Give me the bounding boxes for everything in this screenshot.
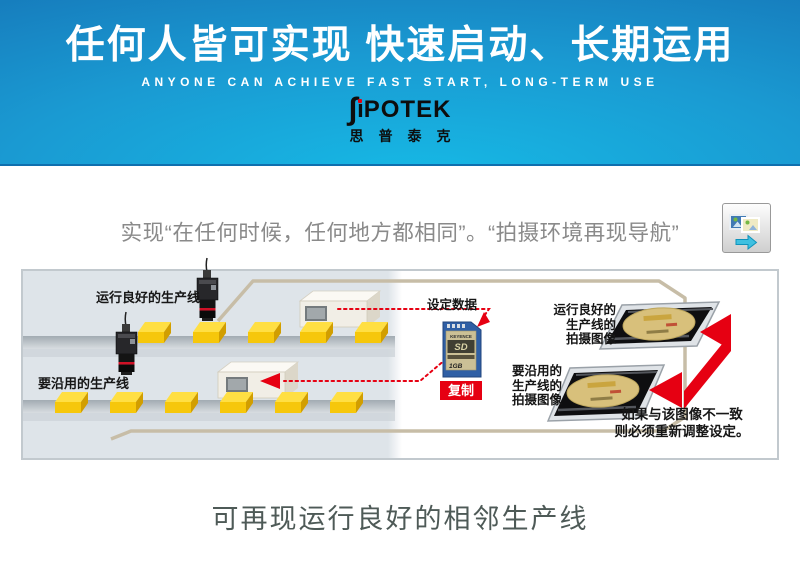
copy-badge: 复制 bbox=[440, 381, 482, 400]
header-banner: 任何人皆可实现 快速启动、长期运用 ANYONE CAN ACHIEVE FAS… bbox=[0, 0, 800, 166]
section-subtitle: 实现“在任何时候，任何地方都相同”。“拍摄环境再现导航” bbox=[120, 221, 680, 245]
reuse-photo-label: 要沿用的 生产线的 拍摄图像 bbox=[511, 364, 562, 407]
arrowhead-to-sd bbox=[477, 312, 490, 327]
logo-letter-i: ı bbox=[357, 96, 364, 123]
image-compare-icon bbox=[729, 214, 760, 251]
arrowhead-to-controller bbox=[260, 373, 280, 389]
sd-logo-text: SD bbox=[454, 342, 467, 353]
photo-good-line bbox=[598, 301, 721, 350]
right-arrow-glyph bbox=[735, 234, 758, 251]
navigation-path bbox=[110, 279, 687, 441]
brand-name-chinese: 思普泰克 bbox=[349, 128, 466, 144]
logo-letters-potek: POTEK bbox=[363, 96, 452, 123]
brand-logo: ∫ ı POTEK bbox=[0, 91, 800, 126]
sd-card-icon: KEYENCE SD 1GB bbox=[442, 321, 482, 378]
data-line-to-controller bbox=[283, 358, 447, 382]
sd-capacity-text: 1GB bbox=[449, 363, 463, 370]
mountain-glyph bbox=[733, 221, 742, 227]
page-title: 任何人皆可实现 快速启动、长期运用 bbox=[65, 24, 735, 67]
camera-icon-top bbox=[196, 257, 219, 322]
sd-brand-text: KEYENCE bbox=[450, 334, 472, 339]
sun-dot-2 bbox=[745, 220, 750, 225]
footer-caption: 可再现运行良好的相邻生产线 bbox=[211, 504, 589, 534]
reproduce-navigation-icon bbox=[722, 203, 771, 253]
compare-arrow bbox=[649, 314, 731, 409]
reuse-line-label: 要沿用的生产线 bbox=[38, 376, 130, 391]
good-photo-label: 运行良好的 生产线的 拍摄图像 bbox=[553, 303, 616, 346]
good-line-label: 运行良好的生产线 bbox=[96, 290, 201, 305]
mismatch-note: 如果与该图像不一致 则必须重新调整设定。 bbox=[614, 407, 750, 439]
sun-dot bbox=[733, 217, 738, 222]
photo-reuse-line bbox=[546, 364, 666, 422]
mountain-glyph-2 bbox=[749, 225, 757, 230]
logo-letter-s: ∫ bbox=[348, 91, 358, 126]
logo-i-dot bbox=[358, 99, 363, 103]
header-tagline: ANYONE CAN ACHIEVE FAST START, LONG-TERM… bbox=[141, 75, 659, 89]
setting-data-label: 设定数据 bbox=[427, 298, 478, 312]
